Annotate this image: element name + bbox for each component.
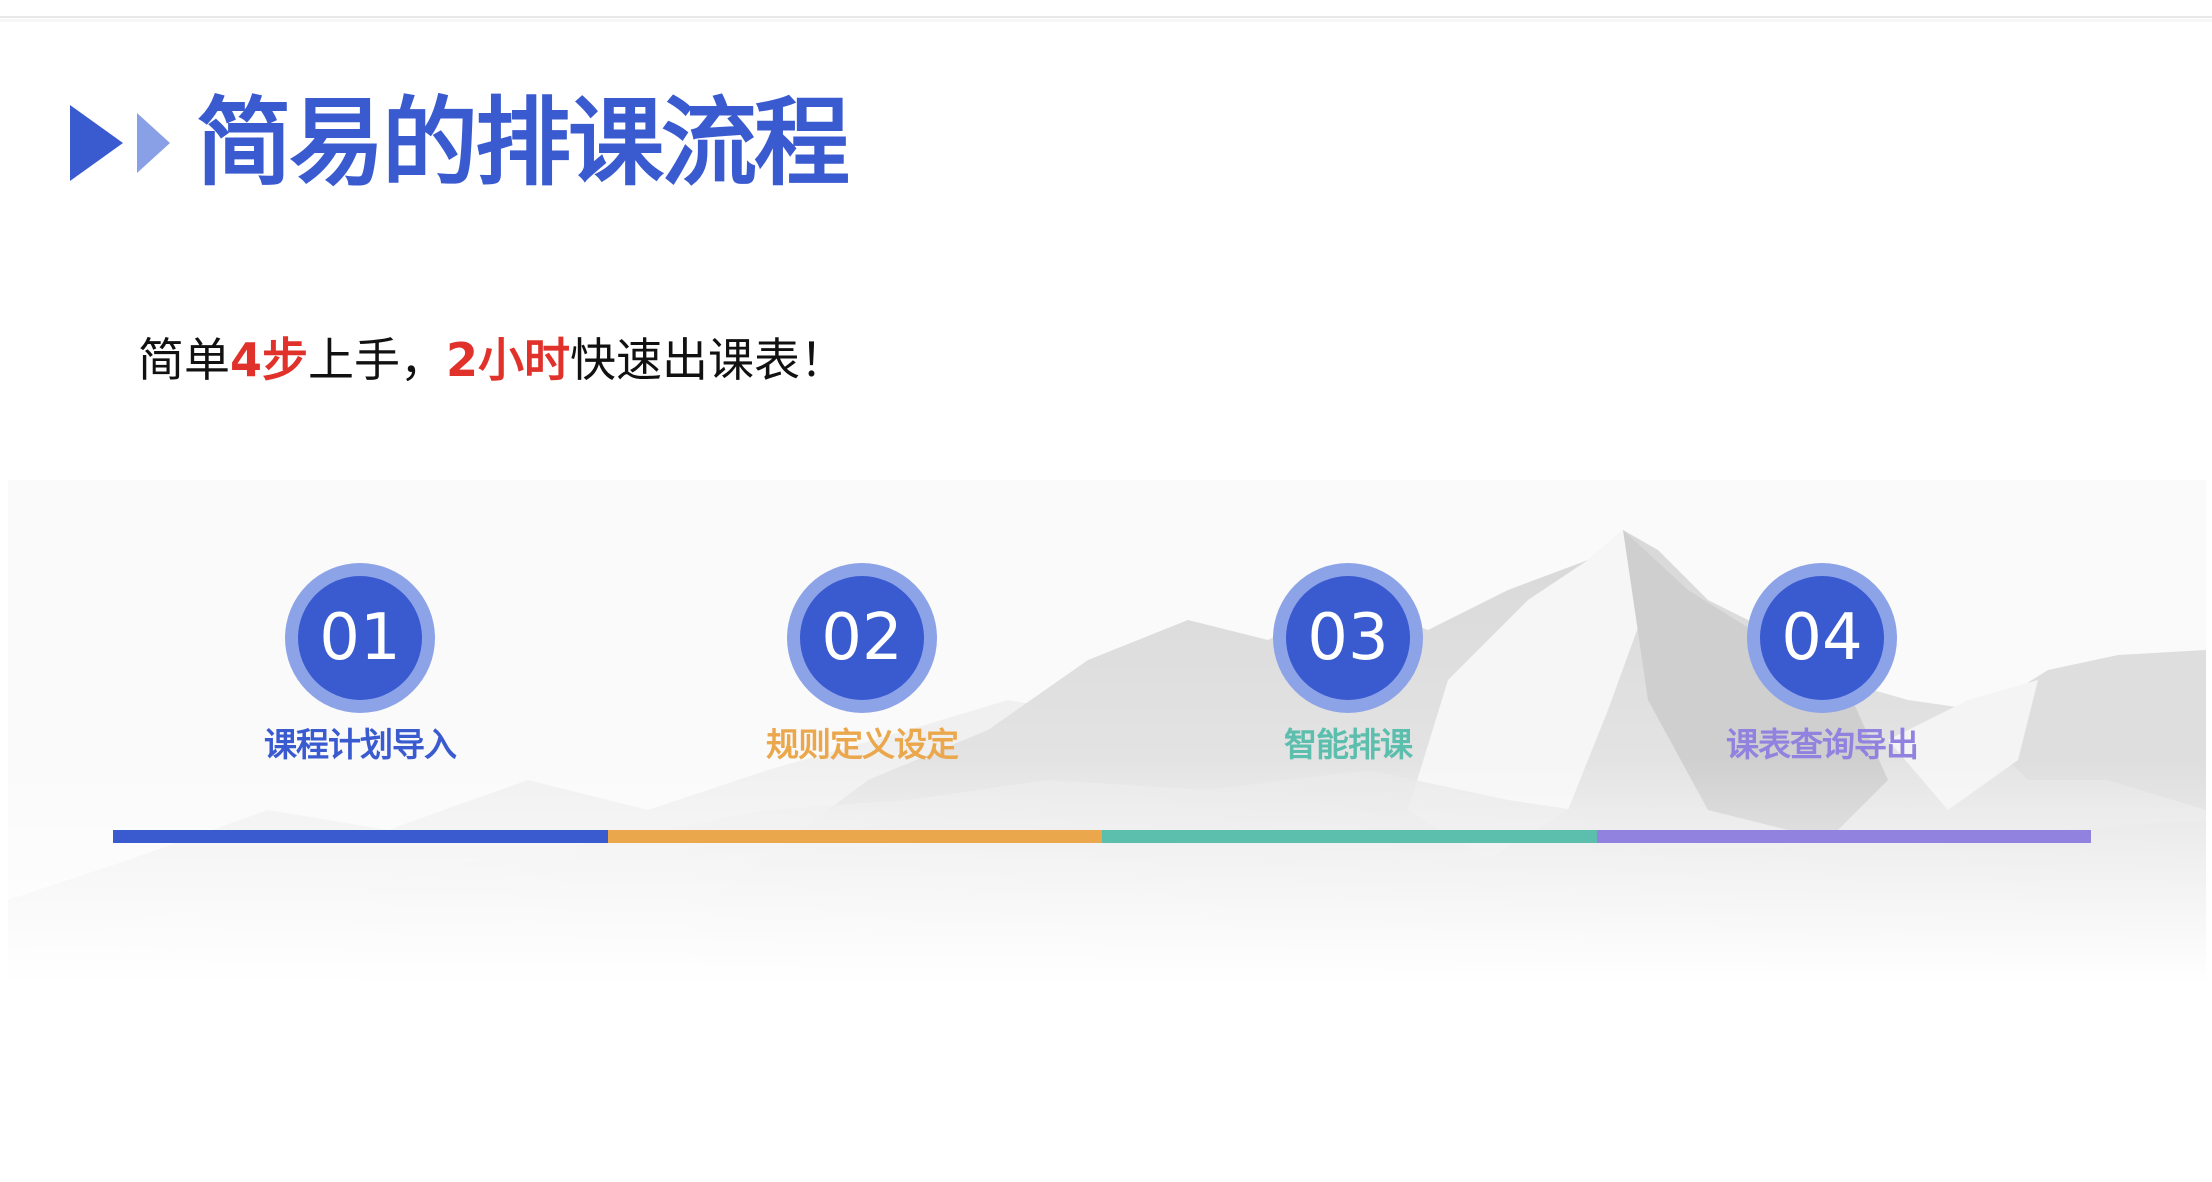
progress-segment-3 [1102,830,1597,843]
step-3: 03 智能排课 [1198,563,1498,765]
page-title: 简易的排课流程 [196,87,850,199]
step-number: 04 [1760,576,1884,700]
step-number-badge: 03 [1273,563,1423,713]
arrow-dark-icon [70,105,123,181]
step-number-badge: 04 [1747,563,1897,713]
step-label: 规则定义设定 [766,725,959,764]
subtitle-part: 简单 [138,333,230,387]
progress-segment-4 [1596,830,2091,843]
arrow-light-icon [137,113,170,173]
step-1: 01 课程计划导入 [210,563,510,765]
progress-segment-1 [113,830,608,843]
step-2: 02 规则定义设定 [712,563,1012,765]
top-divider [0,16,2212,22]
step-4: 04 课表查询导出 [1672,563,1972,765]
step-number-badge: 01 [285,563,435,713]
double-play-arrow-icon [70,105,180,181]
step-label: 智能排课 [1284,725,1413,764]
progress-segment-2 [607,830,1102,843]
subtitle-part: 上手， [308,333,447,387]
step-label: 课表查询导出 [1726,725,1919,764]
step-number: 03 [1286,576,1410,700]
step-progress-bar [113,830,2091,843]
subtitle-highlight-hours: 2小时 [446,333,571,387]
step-label: 课程计划导入 [264,725,457,764]
step-number: 02 [800,576,924,700]
step-number: 01 [298,576,422,700]
subtitle-highlight-steps: 4步 [230,333,309,387]
step-number-badge: 02 [787,563,937,713]
subtitle-part: 快速出课表！ [570,333,847,387]
subtitle: 简单4步上手，2小时快速出课表！ [138,330,846,390]
